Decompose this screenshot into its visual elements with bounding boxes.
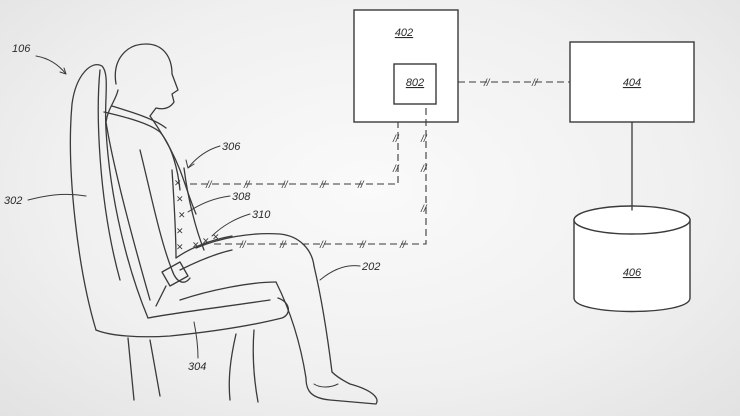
break-mark: //: [420, 134, 428, 145]
break-mark: //: [359, 240, 367, 251]
sensor-mark: ✕: [176, 227, 184, 237]
database-cylinder-406: [573, 205, 691, 313]
label-406: 406: [623, 267, 642, 279]
seat-base-left: [127, 337, 135, 401]
break-mark: //: [420, 164, 428, 175]
label-310: 310: [252, 209, 271, 221]
break-mark: //: [281, 180, 289, 191]
break-mark: //: [357, 180, 365, 191]
arrow-306: [185, 159, 195, 169]
label-106: 106: [12, 43, 31, 55]
occupant-thigh-top: [195, 232, 315, 267]
occupant-arm: [139, 149, 191, 283]
seat-base-mid: [149, 339, 161, 397]
sensor-mark: ✕: [192, 241, 200, 251]
link-sensor-310-controller: [214, 104, 427, 245]
vehicle-seat: [69, 64, 289, 403]
break-mark: //: [205, 180, 213, 191]
seatbelt: ✕ ✕ ✕ ✕ ✕ ✕ ✕ ✕: [103, 105, 233, 307]
occupant-shoe-detail: [313, 383, 339, 388]
label-308: 308: [232, 191, 251, 203]
break-mark: //: [483, 78, 491, 89]
break-mark: //: [239, 240, 247, 251]
label-304: 304: [188, 361, 206, 373]
computer-box-404: [569, 41, 695, 123]
seatbelt-shoulder-edge1: [103, 111, 181, 191]
sensor-mark: ✕: [176, 243, 184, 253]
seatback-outline: [69, 64, 149, 331]
occupant-shoe: [305, 371, 378, 405]
label-302: 302: [4, 195, 22, 207]
leader-308: [187, 195, 231, 213]
sensor-mark: ✕: [174, 179, 182, 189]
arrow-106: [59, 67, 67, 75]
sensor-mark: ✕: [178, 211, 186, 221]
break-mark: //: [399, 240, 407, 251]
label-402: 402: [395, 27, 413, 39]
break-mark: //: [392, 134, 400, 145]
occupant: [105, 43, 378, 405]
break-mark: //: [319, 240, 327, 251]
label-202: 202: [361, 261, 380, 273]
label-306: 306: [222, 141, 241, 153]
break-mark: //: [279, 240, 287, 251]
occupant-chest: [149, 115, 197, 215]
occupant-thigh-bottom: [179, 281, 277, 301]
seatbelt-lap-top: [175, 235, 233, 259]
leader-310: [211, 213, 251, 237]
break-mark: //: [392, 164, 400, 175]
seatbelt-buckle-stem: [155, 285, 167, 307]
link-sensor-308-controller: [190, 122, 399, 185]
break-mark: //: [420, 204, 428, 215]
seatbelt-lap-bottom: [179, 249, 233, 271]
seat-cushion-outline: [95, 297, 289, 338]
seatbelt-strap-left: [171, 169, 177, 259]
break-mark: //: [243, 180, 251, 191]
occupant-head: [114, 43, 179, 117]
leader-202: [319, 265, 361, 281]
break-mark: //: [531, 78, 539, 89]
processor-box-802: [393, 63, 437, 105]
seatback-inner: [97, 69, 121, 281]
leader-106: [35, 55, 67, 75]
seatbelt-buckle: [161, 261, 189, 287]
break-mark: //: [319, 180, 327, 191]
seat-base-right2: [252, 329, 259, 403]
sensor-mark: ✕: [212, 233, 220, 243]
seat-cushion-front: [147, 299, 271, 319]
label-802: 802: [406, 77, 424, 89]
occupant-shin-back: [275, 281, 307, 379]
database-body: [573, 219, 691, 313]
leader-306: [187, 145, 221, 169]
seatbelt-shoulder-edge2: [111, 105, 167, 129]
sensor-mark: ✕: [176, 195, 184, 205]
leader-304: [193, 321, 199, 359]
leader-302: [27, 193, 87, 201]
label-404: 404: [623, 77, 641, 89]
occupant-shin-front: [313, 265, 333, 373]
occupant-back: [105, 89, 151, 301]
sensor-mark: ✕: [202, 237, 210, 247]
seat-base-right: [228, 333, 237, 401]
